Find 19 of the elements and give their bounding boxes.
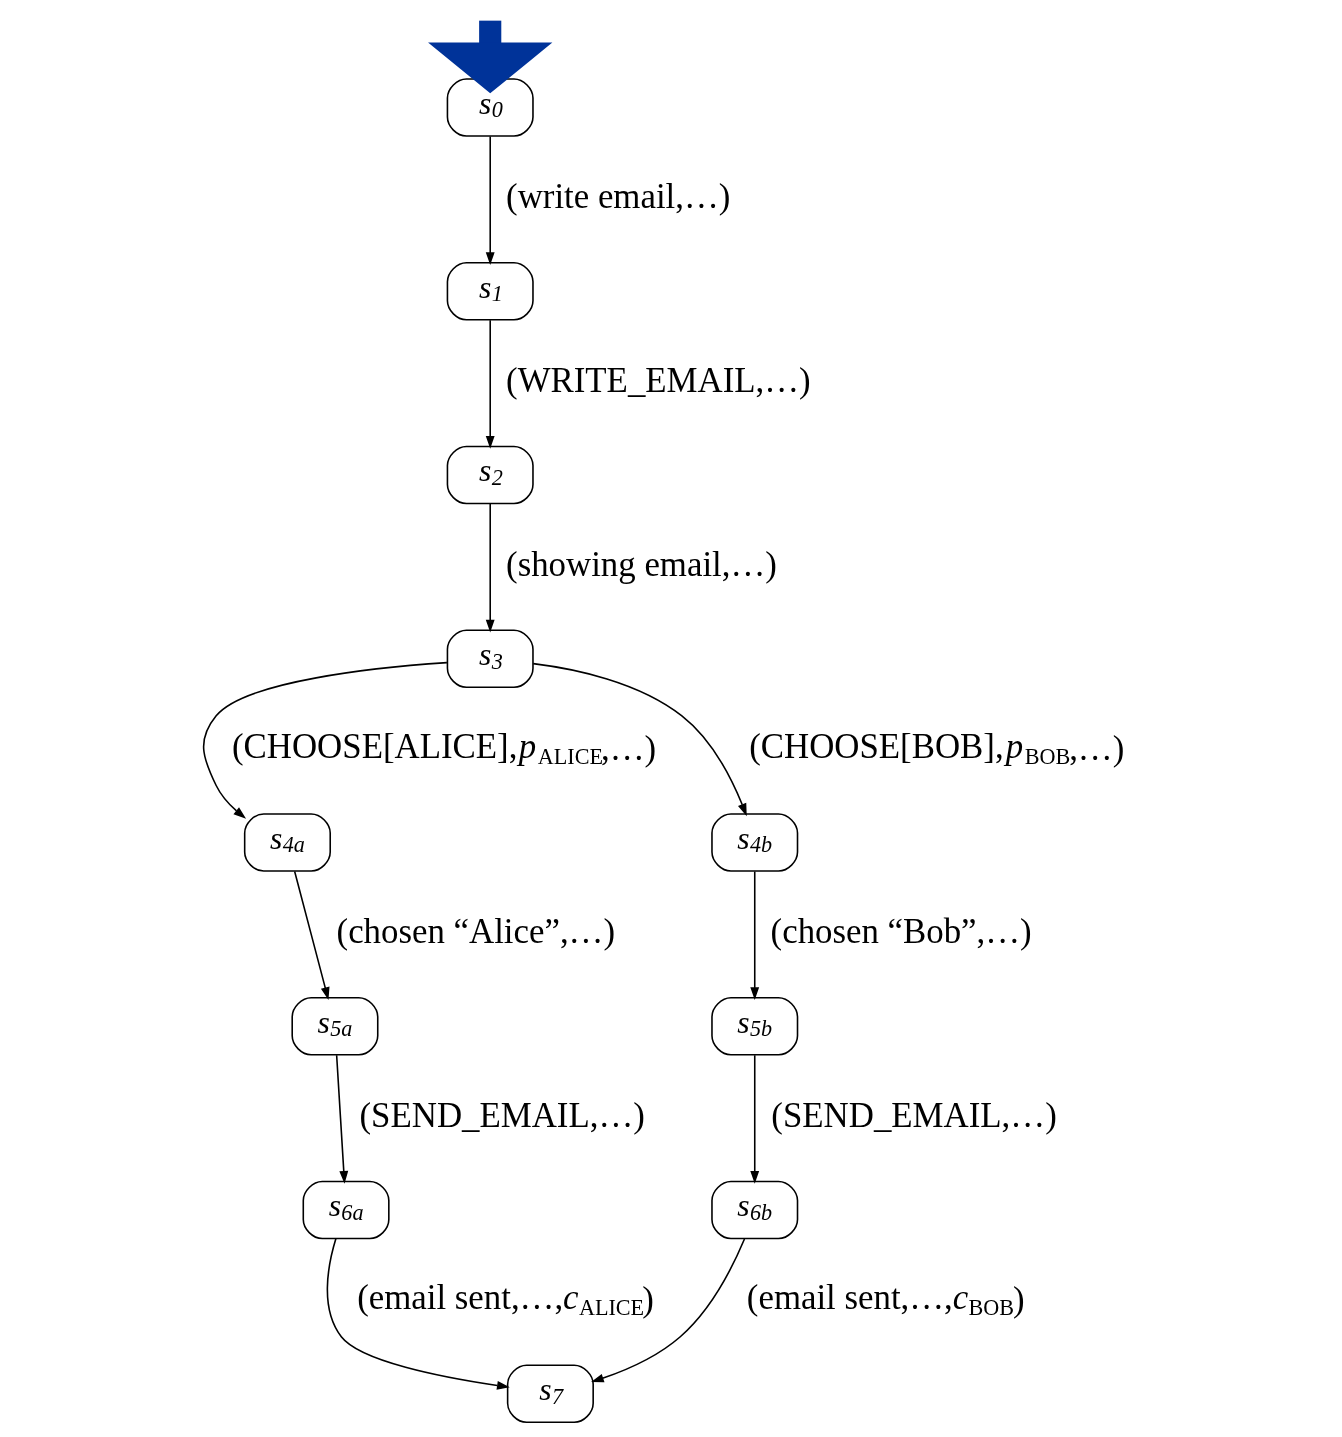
arrow <box>749 1054 759 1184</box>
edge-label: (chosen “Bob”,…) <box>770 912 1032 952</box>
arrow <box>749 870 759 1000</box>
arrow <box>427 20 552 94</box>
edge-label: (chosen “Alice”,…) <box>336 912 615 952</box>
arrow <box>202 661 448 819</box>
edge-label: (SEND_EMAIL,…) <box>770 1096 1057 1136</box>
edge-label: (write email,…) <box>505 177 730 217</box>
arrow <box>590 1238 745 1383</box>
edge-label: (showing email,…) <box>505 544 777 584</box>
arrow <box>485 319 495 449</box>
arrow <box>326 1237 510 1390</box>
arrow <box>293 870 329 1000</box>
edge-label: (SEND_EMAIL,…) <box>359 1096 645 1136</box>
arrow <box>335 1054 348 1184</box>
arrow <box>485 503 495 633</box>
arrow <box>531 662 747 817</box>
edge-label: (WRITE_EMAIL,…) <box>505 361 811 401</box>
arrow <box>485 135 495 265</box>
